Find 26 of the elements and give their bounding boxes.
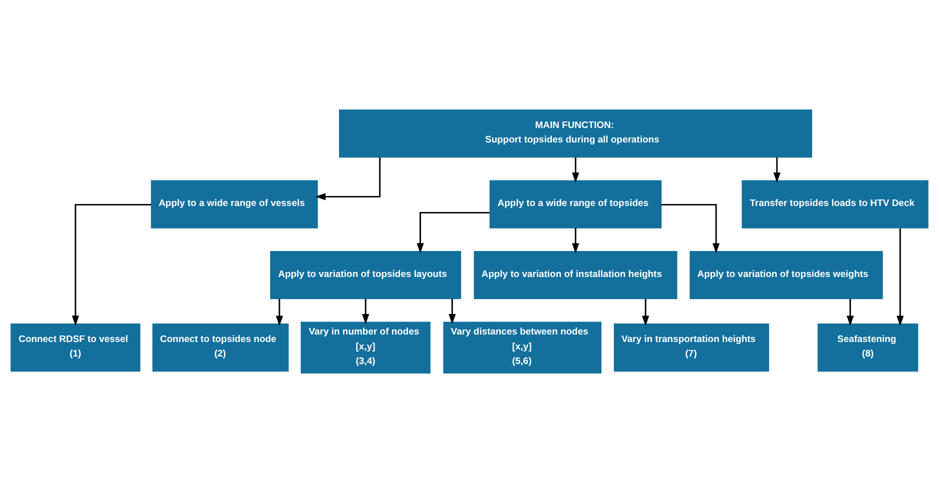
node-box: Seafastening (8) [818,323,918,372]
node-box: Apply to variation of topsides layouts [270,250,462,299]
node-box: Connect RDSF to vessel (1) [10,323,140,372]
arrow [773,156,781,182]
arrow [846,298,854,326]
node-box: Apply to a wide range of vessels [150,180,318,228]
node-box: MAIN FUNCTION: Support topsides during all operations [339,109,812,158]
node-box: Apply to a wide range of topsides [490,180,662,228]
arrow [896,228,904,326]
arrow [72,203,152,326]
node-box: Apply to variation of installation heights [474,250,678,299]
arrow [448,298,456,324]
arrow [276,298,283,326]
node-box: Vary in number of nodes [x,y] (3,4) [300,321,430,373]
node-box: Connect to topsides node (2) [152,323,289,372]
node-box: Apply to variation of topsides weights [690,250,883,299]
arrow [315,156,381,200]
node-box: Vary in transportation heights (7) [614,323,770,372]
arrow [572,156,580,182]
arrow [642,298,650,326]
node-box: Transfer topsides loads to HTV Deck [742,180,928,228]
arrow [572,228,580,253]
arrow [362,298,370,324]
arrow [416,211,490,253]
node-box: Vary distances between nodes [x,y] (5,6) [443,321,602,373]
arrow [661,203,720,253]
